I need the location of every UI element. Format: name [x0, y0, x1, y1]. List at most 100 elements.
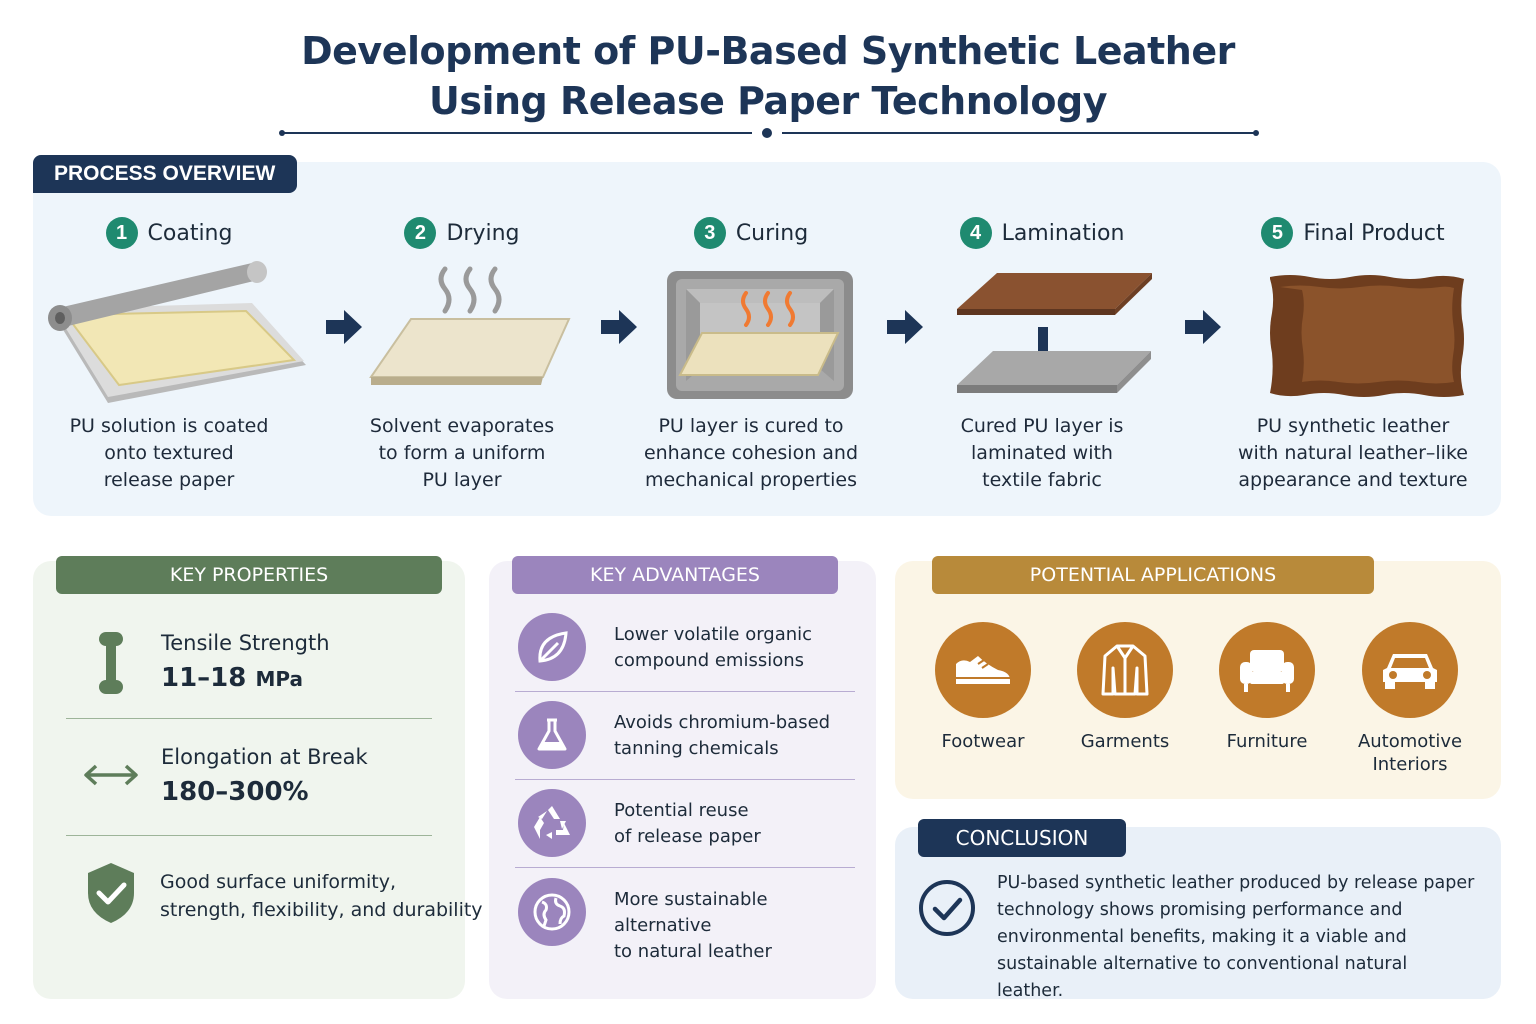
step-desc-line: with natural leather–like [1238, 442, 1468, 464]
page-title: Development of PU-Based Synthetic Leathe… [0, 26, 1536, 126]
step-desc-line: onto textured [104, 442, 234, 464]
title-line-2: Using Release Paper Technology [429, 79, 1107, 123]
curing-oven-icon [667, 271, 853, 399]
note-line: strength, flexibility, and durability [160, 899, 483, 921]
conclusion-line: technology shows promising performance a… [997, 900, 1403, 920]
application-footwear: Footwear [913, 622, 1053, 753]
tensile-strength-label: Tensile Strength [161, 631, 330, 655]
elongation-label: Elongation at Break [161, 745, 368, 769]
step-drying: 2 Drying Solvent evaporates to form a un… [317, 215, 607, 505]
arrow-right-icon [601, 310, 637, 344]
conclusion-line: sustainable alternative to conventional … [997, 954, 1408, 1001]
step-title: Curing [735, 220, 809, 246]
step-desc-line: appearance and texture [1238, 469, 1468, 491]
arrow-right-icon [326, 310, 362, 344]
step-desc-line: PU layer [422, 469, 502, 491]
tensile-value-unit: MPa [255, 667, 303, 691]
advantage-line: compound emissions [614, 650, 805, 671]
key-advantages-tag: KEY ADVANTAGES [512, 556, 838, 594]
application-label: Interiors [1372, 754, 1448, 775]
application-automotive: Automotive Interiors [1340, 622, 1480, 776]
advantage-line: Potential reuse [614, 800, 749, 821]
advantage-item: Lower volatile organic compound emission… [515, 613, 855, 701]
advantage-item: Potential reuse of release paper [515, 789, 855, 877]
tensile-bar-icon [99, 632, 123, 694]
title-divider [279, 128, 1259, 138]
step-desc-line: PU solution is coated [69, 415, 269, 437]
application-label: Automotive [1357, 731, 1463, 752]
advantage-line: of release paper [614, 826, 761, 847]
tensile-value-number: 11–18 [161, 663, 247, 693]
tensile-strength-value: 11–18 MPa [161, 663, 303, 693]
step-title: Final Product [1303, 220, 1445, 246]
shield-check-icon [88, 863, 134, 923]
step-number: 1 [105, 217, 138, 249]
step-number: 2 [404, 217, 437, 249]
note-line: Good surface uniformity, [160, 871, 397, 893]
armchair-icon [1219, 622, 1315, 718]
step-lamination: 4 Lamination Cured PU layer is laminated… [897, 215, 1187, 505]
flask-icon [518, 701, 586, 769]
step-title: Drying [446, 220, 520, 246]
applications-tag: POTENTIAL APPLICATIONS [932, 556, 1374, 594]
application-label: Footwear [941, 731, 1025, 752]
globe-icon [518, 878, 586, 946]
step-curing: 3 Curing PU layer is cured to enhance co… [606, 215, 896, 505]
shoe-icon [935, 622, 1031, 718]
conclusion-line: environmental benefits, making it a viab… [997, 927, 1407, 947]
application-furniture: Furniture [1197, 622, 1337, 753]
step-desc-line: enhance cohesion and [643, 442, 859, 464]
elongation-arrow-icon [84, 764, 138, 786]
car-icon [1362, 622, 1458, 718]
leaf-icon [518, 613, 586, 681]
advantage-item: Avoids chromium-based tanning chemicals [515, 701, 855, 789]
step-number: 3 [693, 217, 726, 249]
step-desc-line: Cured PU layer is [960, 415, 1124, 437]
leather-sheet-icon [1270, 275, 1464, 397]
process-overview-tag: PROCESS OVERVIEW [33, 155, 297, 193]
step-number: 4 [959, 217, 992, 249]
advantages-divider [515, 867, 855, 868]
properties-note: Good surface uniformity, strength, flexi… [160, 868, 483, 924]
step-coating: 1 Coating PU solution is coated onto tex… [24, 215, 314, 505]
advantages-divider [515, 691, 855, 692]
jacket-icon [1077, 622, 1173, 718]
advantage-line: tanning chemicals [614, 738, 779, 759]
step-title: Coating [147, 220, 233, 246]
step-desc-line: PU synthetic leather [1256, 415, 1450, 437]
application-garments: Garments [1055, 622, 1195, 753]
check-circle-icon [919, 880, 975, 936]
application-label: Garments [1080, 731, 1170, 752]
advantage-line: to natural leather [614, 941, 772, 962]
arrow-right-icon [887, 310, 923, 344]
conclusion-text: PU-based synthetic leather produced by r… [997, 870, 1477, 1005]
recycle-icon [518, 789, 586, 857]
lamination-icon [957, 273, 1152, 393]
step-desc-line: laminated with [971, 442, 1113, 464]
step-desc-line: textile fabric [982, 469, 1102, 491]
step-desc-line: Solvent evaporates [369, 415, 555, 437]
conclusion-tag: CONCLUSION [918, 819, 1126, 857]
step-desc-line: to form a uniform [378, 442, 546, 464]
title-line-1: Development of PU-Based Synthetic Leathe… [301, 29, 1235, 73]
advantage-line: Lower volatile organic [614, 624, 813, 645]
coating-roll-icon [48, 261, 306, 403]
elongation-value: 180–300% [161, 777, 309, 807]
advantages-divider [515, 779, 855, 780]
advantage-line: More sustainable alternative [614, 889, 768, 936]
drying-steam-icon [369, 266, 571, 385]
application-label: Furniture [1226, 731, 1308, 752]
advantage-item: More sustainable alternative to natural … [515, 878, 855, 966]
step-desc-line: release paper [103, 469, 235, 491]
step-final-product: 5 Final Product PU synthetic leather wit… [1208, 215, 1498, 505]
step-number: 5 [1261, 217, 1294, 249]
properties-divider [66, 718, 432, 719]
step-desc-line: mechanical properties [644, 469, 857, 491]
conclusion-line: PU-based synthetic leather produced by r… [997, 873, 1475, 893]
step-title: Lamination [1001, 220, 1125, 246]
arrow-right-icon [1185, 310, 1221, 344]
key-properties-tag: KEY PROPERTIES [56, 556, 442, 594]
properties-divider [66, 835, 432, 836]
step-desc-line: PU layer is cured to [658, 415, 844, 437]
advantage-line: Avoids chromium-based [614, 712, 831, 733]
